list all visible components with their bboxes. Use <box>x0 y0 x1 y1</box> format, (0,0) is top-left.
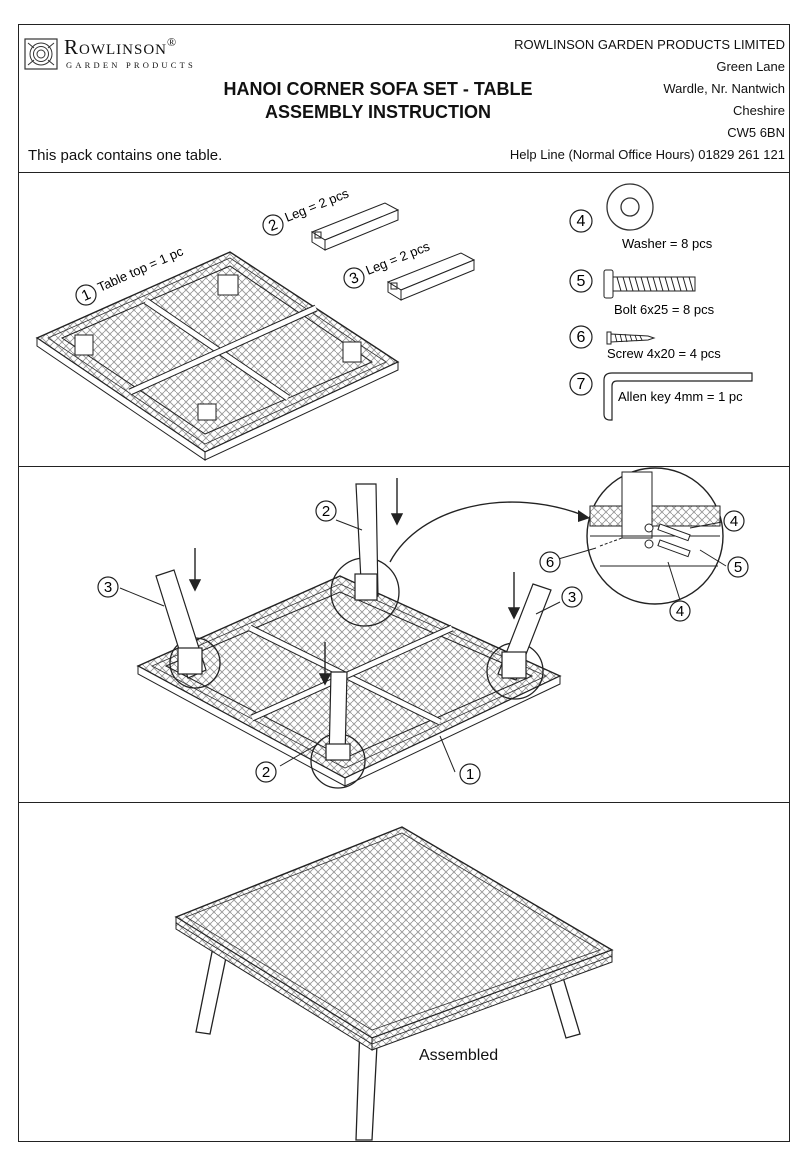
divider-parts <box>18 466 790 467</box>
address-town: Wardle, Nr. Nantwich <box>663 81 785 96</box>
part-number-circles <box>75 209 593 396</box>
logo-subtitle: GARDEN PRODUCTS <box>66 60 196 70</box>
leg-2-drawing <box>310 202 400 251</box>
table-top-drawing <box>35 251 400 461</box>
callout-circle <box>723 510 745 532</box>
assembled-legs <box>195 947 581 1141</box>
page-frame <box>18 24 790 1142</box>
callout-circle <box>255 761 277 783</box>
leg-3-drawing <box>386 252 476 301</box>
callout-circle <box>459 763 481 785</box>
document-title-line-2: ASSEMBLY INSTRUCTION <box>264 102 492 122</box>
callout-circle <box>315 500 337 522</box>
callout-number: 6 <box>546 554 554 571</box>
assembly-illustration: 2 3 3 2 1 6 4 5 4 <box>97 467 749 789</box>
callout-circle <box>561 586 583 608</box>
parts-illustration: 1 2 3 4 5 6 7 Table top = 1 pc Leg = 2 p… <box>35 183 753 461</box>
callout-number: 3 <box>568 589 576 606</box>
screw-icon <box>606 331 656 345</box>
detail-zoom <box>586 467 724 605</box>
part-6-number: 6 <box>577 329 586 346</box>
callout-number: 5 <box>734 559 742 576</box>
insertion-arrows <box>188 478 521 686</box>
part-2-label: Leg = 2 pcs <box>283 185 352 224</box>
callout-number: 4 <box>730 513 738 530</box>
callout-circle <box>539 551 561 573</box>
logo-wordmark: Rowlinson® <box>64 35 177 60</box>
address-street: Green Lane <box>716 59 785 74</box>
detail-pointer-arrow <box>389 501 586 563</box>
pack-contents-note: This pack contains one table. <box>28 147 223 164</box>
callout-circle <box>727 556 749 578</box>
detail-pointer-arrowhead <box>578 510 590 522</box>
address-company: ROWLINSON GARDEN PRODUCTS LIMITED <box>514 37 785 52</box>
callout-leaders <box>119 519 727 773</box>
callout-number: 4 <box>676 603 684 620</box>
callout-number: 2 <box>322 503 330 520</box>
callout-number: 3 <box>104 579 112 596</box>
callout-circle <box>669 600 691 622</box>
document-title-line-1: HANOI CORNER SOFA SET - TABLE <box>223 79 533 99</box>
callout-circle <box>97 576 119 598</box>
callout-number: 2 <box>262 764 270 781</box>
assembly-legs <box>155 483 552 761</box>
logo <box>24 38 58 75</box>
assembled-table-illustration <box>174 826 614 1141</box>
part-5-label: Bolt 6x25 = 8 pcs <box>614 302 715 317</box>
part-4-label: Washer = 8 pcs <box>622 236 713 251</box>
allen-key-icon <box>603 372 753 421</box>
assembled-table-top <box>174 826 614 1051</box>
divider-assembly <box>18 802 790 803</box>
assembled-label: Assembled <box>419 1047 499 1064</box>
logo-emblem-icon <box>24 38 58 70</box>
address-county: Cheshire <box>732 103 785 118</box>
part-6-label: Screw 4x20 = 4 pcs <box>607 346 721 361</box>
part-4-number: 4 <box>577 213 586 230</box>
part-5-number: 5 <box>577 273 586 290</box>
bolt-icon <box>603 269 696 299</box>
help-line: Help Line (Normal Office Hours) 01829 26… <box>509 147 785 162</box>
washer-icon <box>606 183 654 231</box>
part-7-label: Allen key 4mm = 1 pc <box>618 389 743 404</box>
callout-number: 1 <box>466 766 474 783</box>
logo-word: Rowlinson <box>64 35 167 59</box>
logo-registered-mark: ® <box>167 35 178 49</box>
divider-header <box>18 172 790 173</box>
part-7-number: 7 <box>577 376 586 393</box>
address-postcode: CW5 6BN <box>727 125 785 140</box>
